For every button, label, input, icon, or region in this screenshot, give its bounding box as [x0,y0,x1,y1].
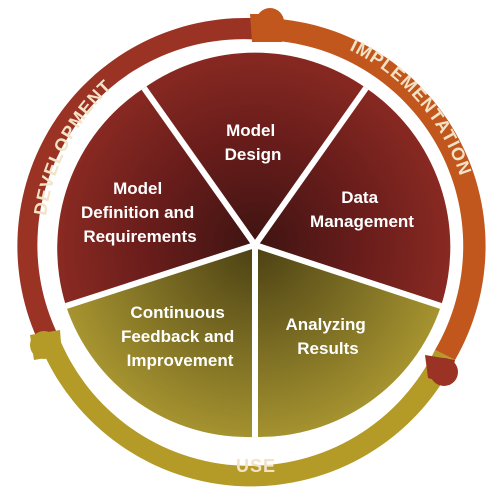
segment-labels: Model Design Data Management Analyzing R… [81,121,414,370]
ring-label-use: USE [236,456,276,476]
label-analyzing-results-line1: Analyzing [285,315,365,334]
label-continuous-feedback-line1: Continuous [130,303,224,322]
label-data-management-line1: Data [341,188,378,207]
puzzle-tab-right [425,355,455,385]
label-model-definition: Model Definition and Requirements [81,179,199,246]
ring-implementation-arc [262,18,486,360]
label-continuous-feedback-line2: Feedback and [121,327,234,346]
puzzle-tab-left [30,330,62,360]
puzzle-tab-top [250,14,282,42]
label-model-definition-line2: Definition and [81,203,194,222]
label-model-design-line1: Model [226,121,275,140]
label-model-design-line2: Design [225,145,282,164]
segment-data-management[interactable] [255,88,451,306]
segment-separators [65,86,442,437]
label-continuous-feedback: Continuous Feedback and Improvement [121,303,239,370]
label-analyzing-results: Analyzing Results [285,315,370,358]
segment-model-definition[interactable] [57,88,256,306]
ring-development-arc [17,17,262,346]
ring-use-arc [40,335,455,487]
label-model-definition-line1: Model [113,179,162,198]
label-data-management-line2: Management [310,212,414,231]
label-data-management: Data Management [310,188,414,231]
outer-ring [17,8,486,487]
pie-segments [57,52,451,438]
label-continuous-feedback-line3: Improvement [127,351,234,370]
label-model-design: Model Design [225,121,282,164]
label-model-definition-line3: Requirements [83,227,196,246]
segment-model-design[interactable] [144,52,366,246]
label-analyzing-results-line2: Results [297,339,358,358]
